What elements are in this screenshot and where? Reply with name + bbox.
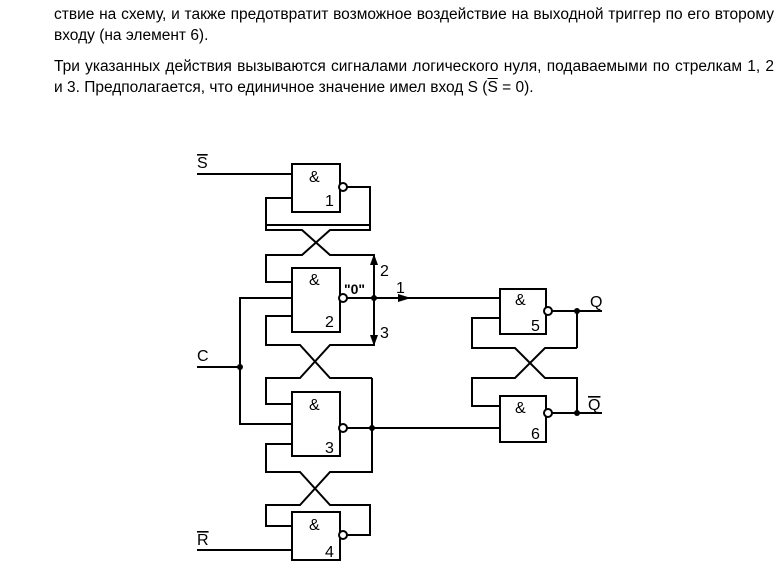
arrow-2-head	[370, 254, 378, 265]
gate-2-symbol: &	[309, 272, 320, 289]
gate-6-number: 6	[531, 426, 540, 443]
gate-6-feedback	[471, 347, 577, 407]
gate-6-symbol: &	[515, 400, 526, 417]
gate-3-bubble	[338, 423, 348, 433]
cross-2-3-b	[265, 310, 375, 405]
gate-5-symbol: &	[515, 292, 526, 309]
arrow-1-label: 1	[396, 280, 405, 297]
q-bar-label: Q	[588, 397, 600, 414]
paragraph-2-tail-suffix: = 0).	[497, 79, 534, 96]
c-bus	[239, 297, 292, 425]
gate-5-bubble	[543, 306, 553, 316]
junction-q	[574, 308, 580, 314]
gate-2-bubble	[338, 293, 348, 303]
junction-q-bar	[574, 410, 580, 416]
cross-2-3-a	[265, 315, 372, 379]
s-bar-overline: S	[487, 79, 498, 96]
gate-3-symbol: &	[309, 397, 320, 414]
arrow-3-label: 3	[380, 325, 389, 342]
r-bar-label: R	[197, 532, 209, 549]
gate-4-number: 4	[325, 544, 334, 561]
paragraph-1: ствие на схему, и также предотвратит воз…	[54, 6, 774, 44]
gate-5-feedback	[471, 317, 578, 413]
junction-c	[237, 364, 243, 370]
gate-5-number: 5	[531, 318, 540, 335]
cross-3-4-b	[265, 428, 373, 527]
arrow-1-head	[398, 294, 411, 302]
gate-4-symbol: &	[309, 517, 320, 534]
gate-1-number: 1	[325, 193, 334, 210]
arrow-2-label: 2	[380, 263, 389, 280]
gate-6-bubble	[543, 408, 553, 418]
c-label: C	[197, 348, 209, 365]
gate-1-feedback	[265, 186, 371, 226]
q-label: Q	[590, 294, 602, 311]
gate-1-bubble	[338, 182, 348, 192]
gate-2-number: 2	[325, 314, 334, 331]
gate-6-box	[499, 395, 547, 443]
zero-label: "0"	[344, 281, 365, 297]
gate-1-symbol: &	[309, 169, 320, 186]
paragraph-2: Три указанных действия вызываются сигнал…	[54, 56, 774, 98]
gate-4-bubble	[338, 530, 348, 540]
junction-gate-3-out	[369, 425, 375, 431]
paragraph-2-text: Три указанных действия вызываются сигнал…	[54, 58, 774, 96]
junction-gate-2-out	[371, 295, 377, 301]
cross-1-2-b	[265, 225, 371, 283]
gate-3-number: 3	[325, 440, 334, 457]
paragraph-2-tail-prefix: S (	[467, 79, 488, 96]
s-bar-label: S	[197, 155, 208, 172]
